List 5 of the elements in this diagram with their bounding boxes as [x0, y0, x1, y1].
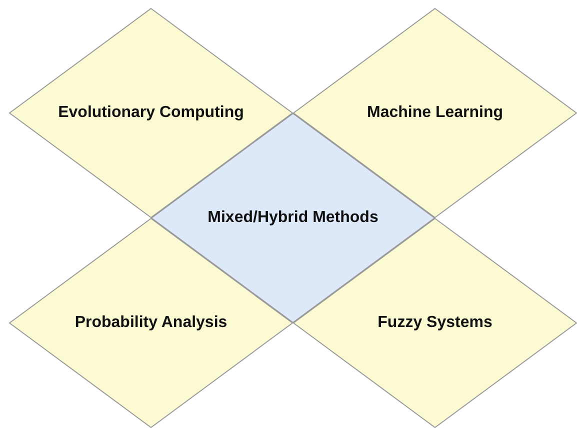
node-label: Fuzzy Systems [378, 314, 492, 332]
node-label: Mixed/Hybrid Methods [208, 209, 378, 227]
node-label: Machine Learning [366, 104, 504, 122]
node-label: Evolutionary Computing [58, 104, 244, 122]
node-label: Probability Analysis [74, 314, 228, 332]
